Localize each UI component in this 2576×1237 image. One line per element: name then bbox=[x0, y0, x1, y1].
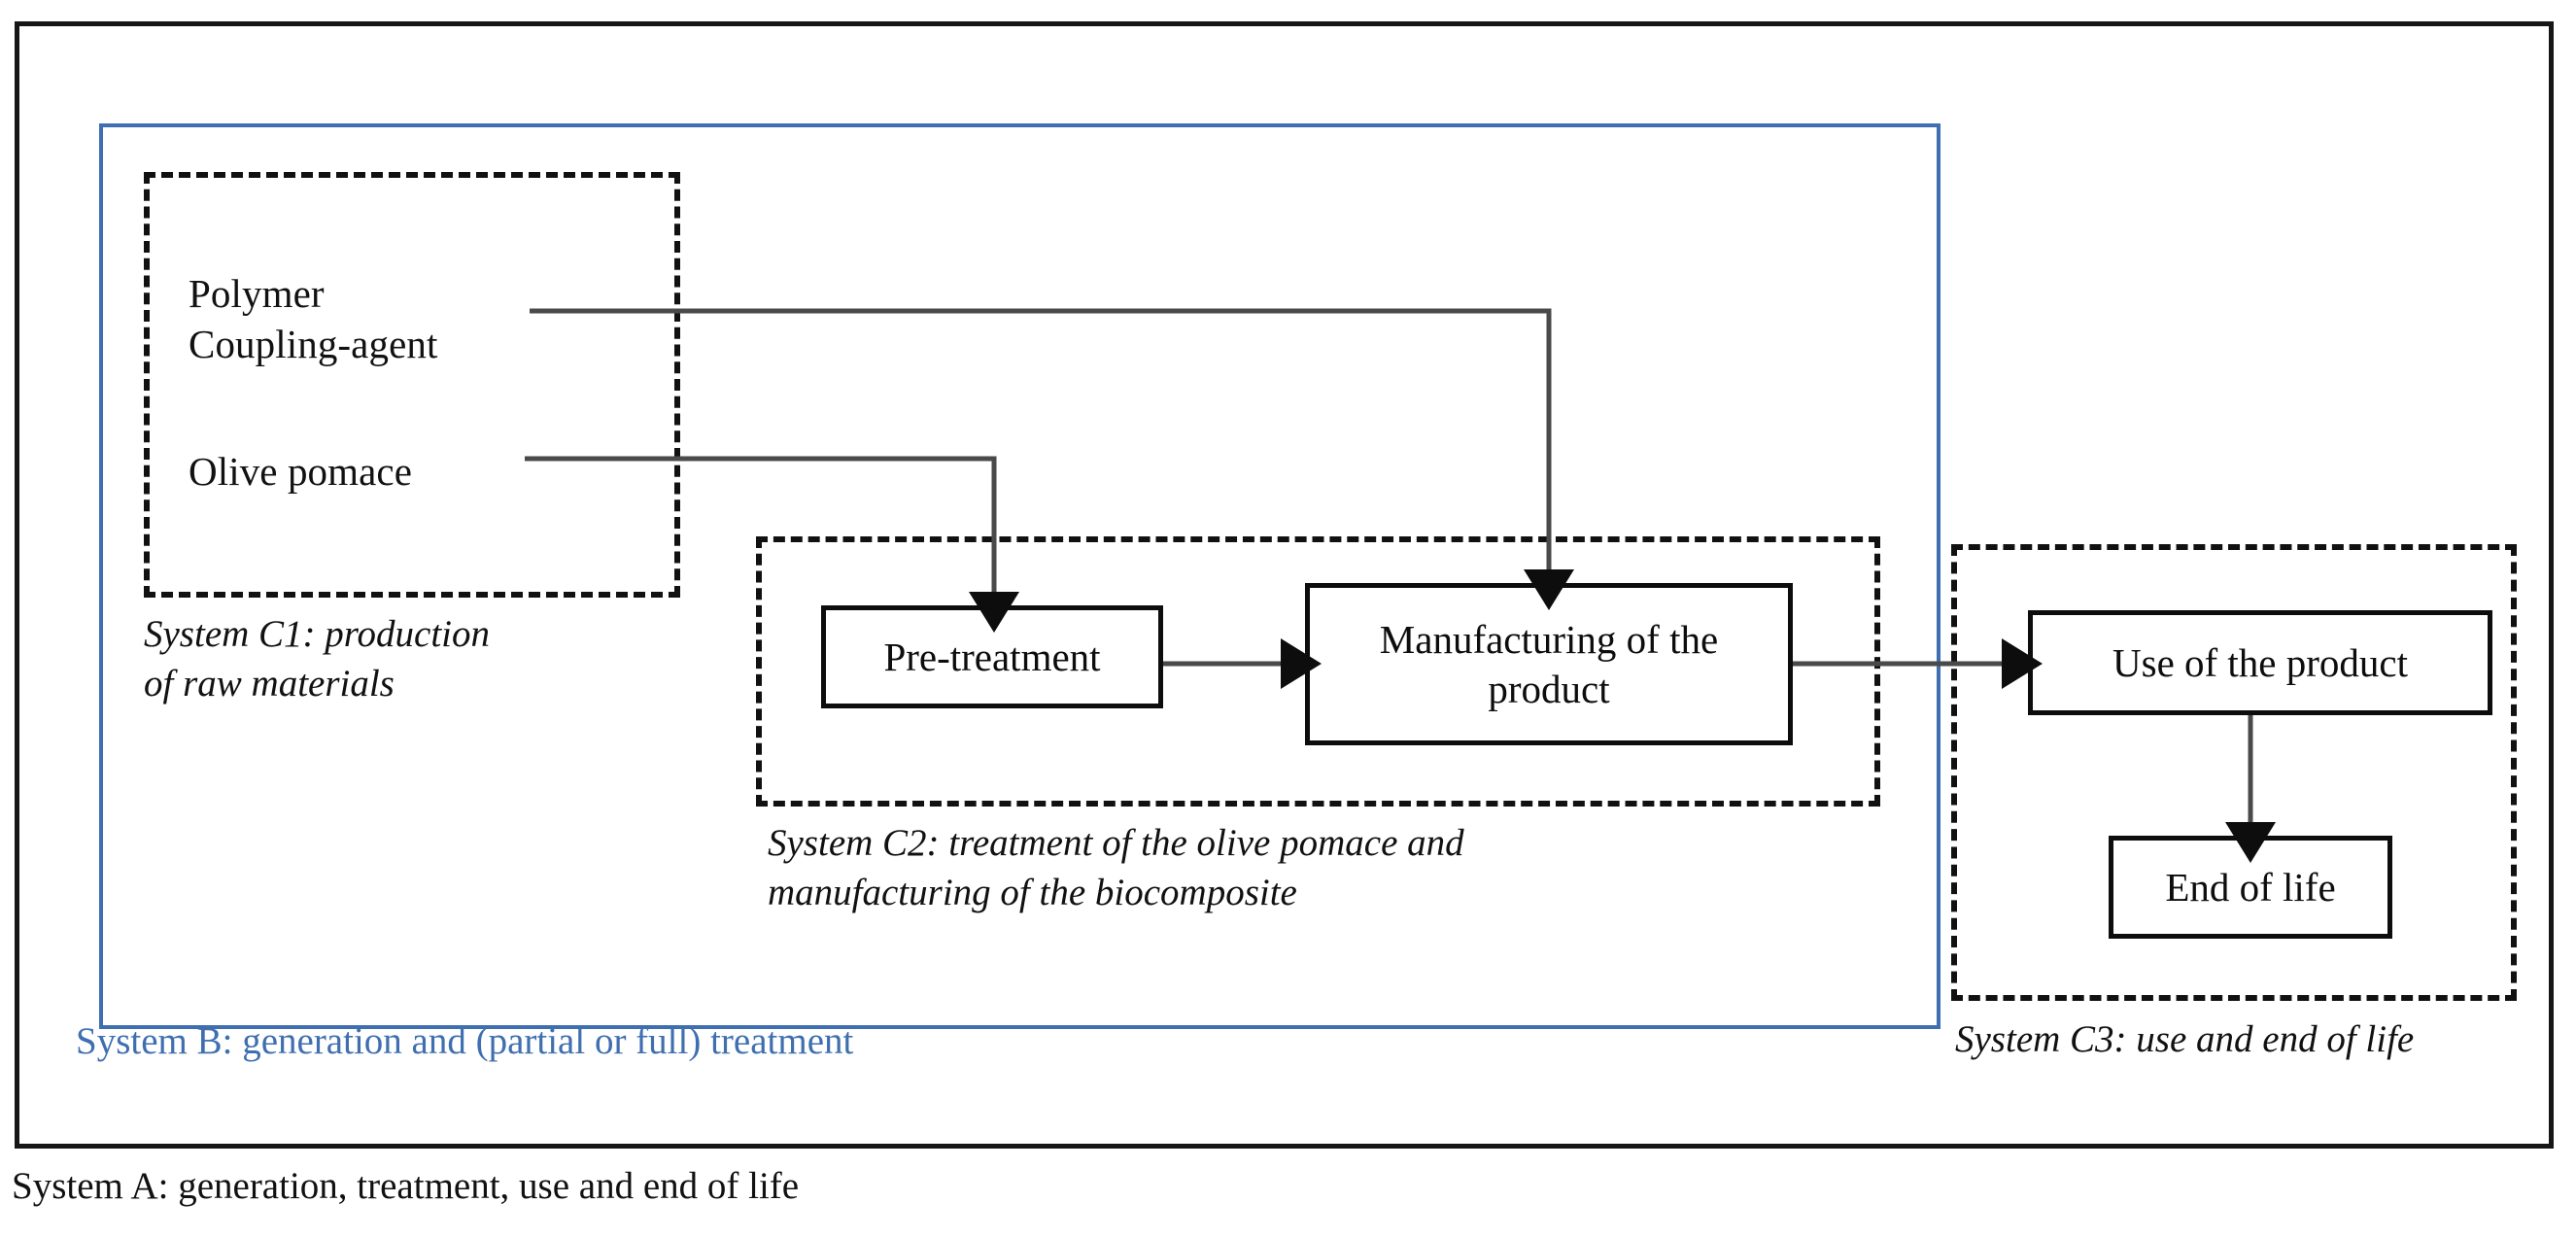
system-b-frame bbox=[99, 123, 1941, 1029]
caption-system-c1: System C1: production of raw materials bbox=[144, 613, 491, 704]
system-c1-boundary bbox=[144, 172, 680, 598]
caption-system-b: System B: generation and (partial or ful… bbox=[76, 1020, 854, 1062]
caption-system-c3: System C3: use and end of life bbox=[1955, 1018, 2415, 1060]
material-label-polymer-coupling-agent: Polymer Coupling-agent bbox=[189, 271, 438, 366]
process-box-pre-treatment[interactable]: Pre-treatment bbox=[821, 605, 1163, 708]
material-label-olive-pomace: Olive pomace bbox=[189, 449, 413, 494]
process-box-manufacturing-of-the-product[interactable]: Manufacturing of the product bbox=[1305, 583, 1793, 745]
process-box-end-of-life[interactable]: End of life bbox=[2109, 836, 2392, 939]
system-c3-boundary bbox=[1951, 544, 2517, 1001]
system-a-frame bbox=[15, 21, 2554, 1149]
caption-system-c2: System C2: treatment of the olive pomace… bbox=[768, 822, 1464, 913]
process-box-use-of-the-product[interactable]: Use of the product bbox=[2028, 610, 2492, 715]
caption-system-a: System A: generation, treatment, use and… bbox=[12, 1165, 800, 1207]
